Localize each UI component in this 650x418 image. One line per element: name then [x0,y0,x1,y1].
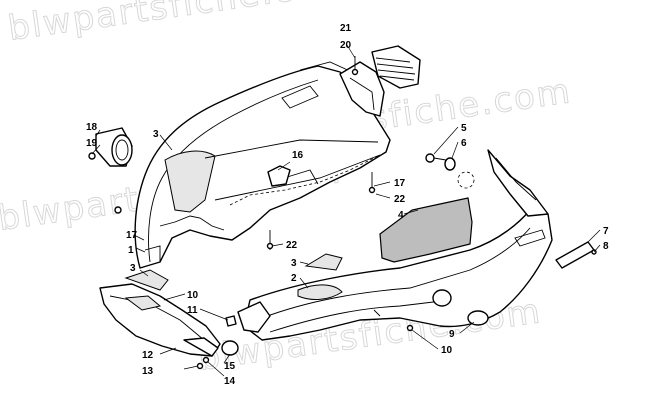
callout-8: 8 [603,241,609,252]
callout-18: 18 [86,122,98,133]
callout-4: 4 [398,210,404,221]
fasteners-parts-17-22 [114,172,376,250]
bracket-part-11 [225,301,271,333]
washer-part-6 [444,157,456,171]
screw-part-19 [88,152,96,160]
callout-10-lower: 10 [441,345,453,356]
watermark-text-1: blwpartsfiche.com [6,0,354,49]
horn-cup-part-18 [88,127,133,167]
side-panel-part-12 [99,283,221,357]
belly-pan-part-2 [243,149,553,341]
callout-22: 22 [394,194,406,205]
callout-10: 10 [187,290,199,301]
callout-3-center: 3 [291,258,297,269]
callout-17: 17 [394,178,406,189]
callout-13: 13 [142,366,154,377]
clip-part-16 [267,165,291,187]
plug-part-9 [467,310,489,326]
callout-14: 14 [224,376,236,387]
callout-1: 1 [128,245,134,256]
callout-6: 6 [461,138,467,149]
fasteners-parts-5-6 [425,153,475,189]
vent-grille-part-21 [339,45,421,117]
callout-3: 3 [153,129,159,140]
callout-labels: 21 20 18 19 3 16 5 6 17 22 4 17 1 22 7 8… [86,23,609,387]
callout-9: 9 [449,329,455,340]
leader-lines [91,44,601,377]
strip-part-7 [555,241,597,269]
callout-5: 5 [461,123,467,134]
callout-19: 19 [86,138,98,149]
callout-20: 20 [340,40,352,51]
pads-part-3 [124,253,343,291]
screw-part-5 [425,153,435,163]
callout-16: 16 [292,150,304,161]
inner-hood-panel [134,61,391,269]
callout-15: 15 [224,361,236,372]
callout-17-left: 17 [126,230,138,241]
callout-12: 12 [142,350,154,361]
callout-22-lower: 22 [286,240,298,251]
callout-7: 7 [603,226,609,237]
callout-3-left: 3 [130,263,136,274]
callout-21: 21 [340,23,352,34]
callout-11: 11 [187,305,198,316]
callout-2: 2 [291,273,297,284]
insulation-pad-part-4 [379,197,473,263]
fasteners-parts-13-14-15 [196,324,414,370]
